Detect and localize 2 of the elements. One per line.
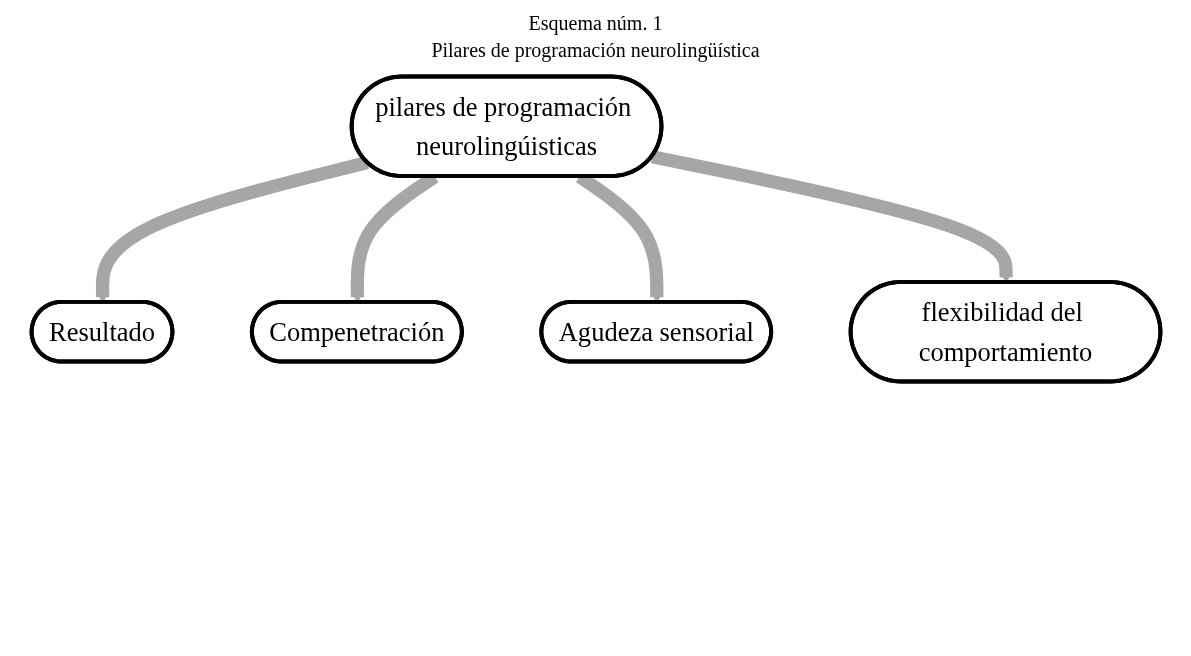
- diagram-title: Esquema núm. 1: [527, 12, 664, 35]
- diagram-subtitle: Pilares de programación neurolingüística: [430, 39, 761, 62]
